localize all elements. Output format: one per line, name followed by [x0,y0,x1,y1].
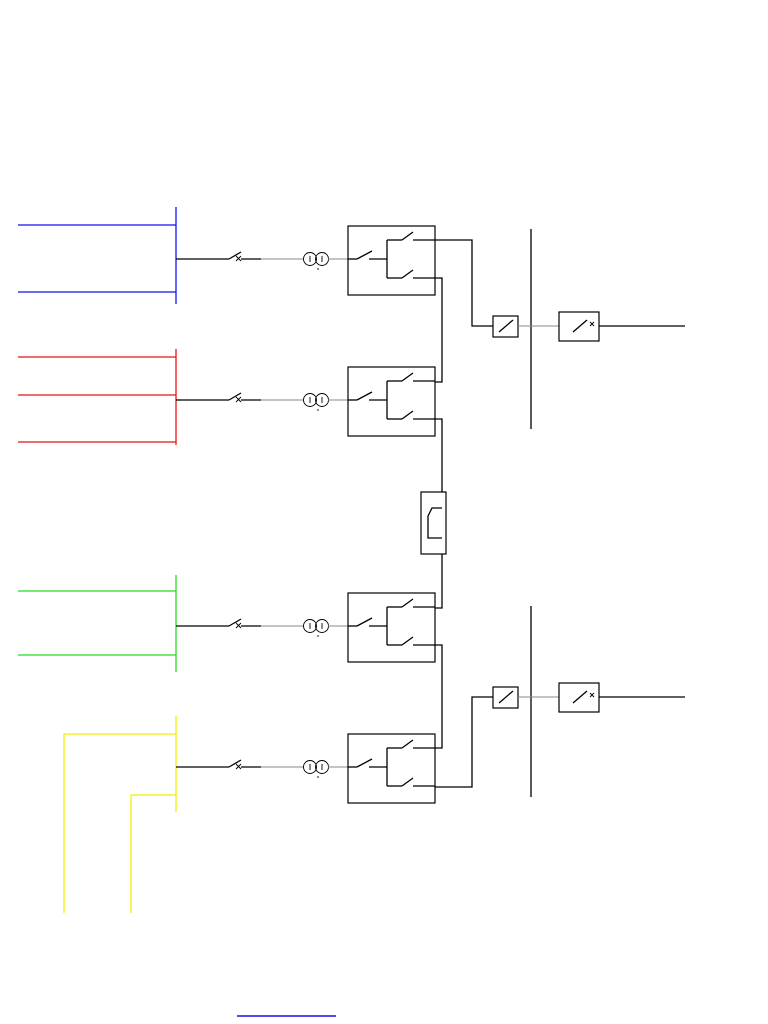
outgoing-breaker-icon [558,682,600,713]
breaker-switch-icon [228,392,261,403]
incomer-4 [176,733,436,804]
breaker-switch-icon [228,251,261,262]
upper-output-section [492,229,685,429]
two-winding-transformer-icon [303,252,329,270]
two-winding-transformer-icon [303,393,329,411]
transfer-switch-icon [347,592,436,663]
breaker-switch-icon [228,618,261,629]
two-winding-transformer-icon [303,619,329,637]
two-winding-transformer-icon [303,760,329,778]
bus-section-switch-icon [492,686,519,709]
coupler-to-lower [435,554,443,609]
incomer-1 [176,225,436,296]
transfer-switch-icon [347,366,436,437]
incomer-3 [176,592,436,663]
feeder-4 [63,716,177,913]
incomer-2 [176,366,436,437]
upper-spine [435,277,443,383]
breaker-switch-icon [228,759,261,770]
transfer-switch-icon [347,733,436,804]
bus-coupler-icon [420,491,447,555]
lower-output-section [492,606,685,797]
outgoing-breaker-icon [558,311,600,342]
feeder-3 [18,575,177,672]
feeder-1 [18,207,177,304]
feed-to-upper-bus [435,239,493,327]
upper-to-coupler [435,418,443,492]
feeder-2 [18,349,177,445]
interconnect-wiring [435,239,493,788]
lower-spine [435,644,443,749]
bus-section-switch-icon [492,315,519,338]
feeder-4-line-outer [63,733,176,913]
feeder-4-line-inner [130,794,176,913]
feed-to-lower-bus [435,696,493,788]
transfer-switch-icon [347,225,436,296]
